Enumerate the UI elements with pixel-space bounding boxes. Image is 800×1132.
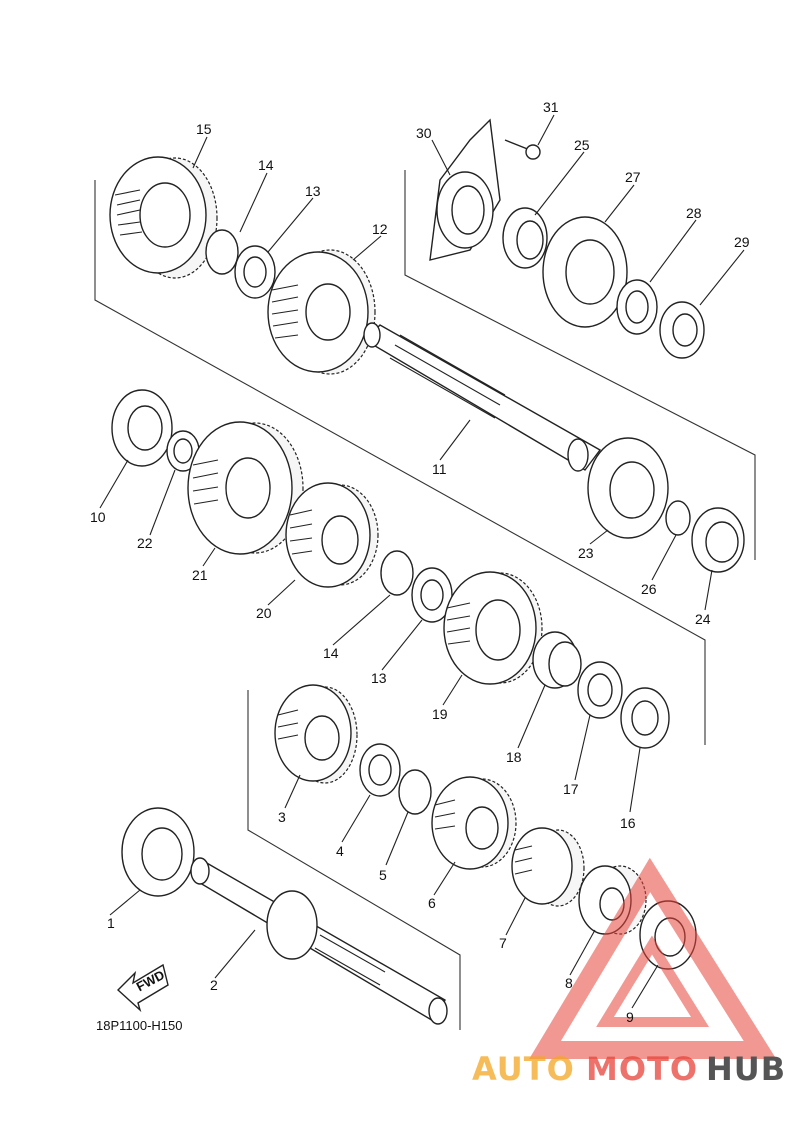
callout-21: 21 — [192, 567, 208, 583]
callout-11: 11 — [432, 461, 447, 477]
fwd-arrow-icon: FWD — [116, 963, 169, 1013]
part-14-circlip — [205, 229, 239, 275]
part-24-seal — [691, 507, 745, 573]
callout-1: 1 — [107, 915, 115, 931]
callout-6: 6 — [428, 895, 436, 911]
reference-code: 18P1100-H150 — [96, 1018, 183, 1033]
part-13-washer — [234, 245, 276, 299]
part-4-washer — [359, 743, 401, 797]
callout-2: 2 — [210, 977, 218, 993]
part-15-gear — [109, 156, 218, 279]
callout-16: 16 — [620, 815, 636, 831]
callout-3: 3 — [278, 809, 286, 825]
part-27-bearing — [542, 216, 628, 328]
part-3-gear — [274, 684, 358, 784]
callout-12: 12 — [372, 221, 388, 237]
callout-18: 18 — [506, 749, 522, 765]
part-12-gear — [267, 249, 376, 375]
part-21-gear — [187, 421, 304, 555]
callout-10: 10 — [90, 509, 106, 525]
part-23-bearing — [587, 437, 669, 539]
callout-23: 23 — [578, 545, 594, 561]
callout-27: 27 — [625, 169, 641, 185]
callout-7: 7 — [499, 935, 507, 951]
callout-15: 15 — [196, 121, 212, 137]
watermark-logo-triangle — [529, 857, 777, 1059]
callout-13-lower: 13 — [371, 670, 387, 686]
part-11-main-shaft — [363, 322, 602, 472]
part-18-needle-bearing — [532, 631, 582, 689]
part-5-circlip — [398, 769, 432, 815]
leader-lines — [99, 114, 745, 1009]
part-30-bracket — [429, 118, 501, 261]
part-19-gear — [443, 571, 543, 685]
part-22-washer — [166, 430, 200, 472]
part-17-washer — [577, 661, 623, 719]
part-2-drive-shaft — [190, 857, 448, 1025]
brand-part-2: MOTO — [586, 1050, 698, 1088]
part-20-gear — [285, 482, 379, 588]
part-6-gear — [431, 776, 517, 870]
assembly-frames — [94, 170, 756, 1030]
callout-labels: 1 2 3 4 5 6 7 8 9 10 11 12 13 14 15 16 1… — [90, 99, 750, 1025]
part-26-o-ring — [665, 500, 691, 536]
part-29-seal — [659, 301, 705, 359]
part-13-washer-lower — [411, 567, 453, 623]
callout-31: 31 — [543, 99, 559, 115]
callout-9: 9 — [626, 1009, 634, 1025]
callout-14-lower: 14 — [323, 645, 339, 661]
callout-24: 24 — [695, 611, 711, 627]
part-31-bolt — [504, 139, 541, 160]
callout-22: 22 — [137, 535, 153, 551]
callout-5: 5 — [379, 867, 387, 883]
part-28-washer — [616, 279, 658, 335]
callout-26: 26 — [641, 581, 657, 597]
callout-20: 20 — [256, 605, 272, 621]
callout-19: 19 — [432, 706, 448, 722]
callout-4: 4 — [336, 843, 344, 859]
brand-part-1: AUTO — [472, 1050, 575, 1088]
part-1-bearing — [121, 807, 195, 897]
part-7-gear — [511, 827, 585, 907]
callout-28: 28 — [686, 205, 702, 221]
callout-25: 25 — [574, 137, 590, 153]
callout-13: 13 — [305, 183, 321, 199]
watermark-wordmark: AUTO MOTO HUB — [472, 1050, 786, 1088]
part-25-bushing — [502, 207, 548, 269]
part-16-washer — [620, 687, 670, 749]
callout-29: 29 — [734, 234, 750, 250]
callout-30: 30 — [416, 125, 432, 141]
brand-part-3: HUB — [706, 1050, 786, 1088]
callout-14: 14 — [258, 157, 274, 173]
callout-8: 8 — [565, 975, 573, 991]
callout-17: 17 — [563, 781, 579, 797]
part-10-bearing — [111, 389, 173, 467]
part-14-circlip-lower — [380, 550, 414, 596]
